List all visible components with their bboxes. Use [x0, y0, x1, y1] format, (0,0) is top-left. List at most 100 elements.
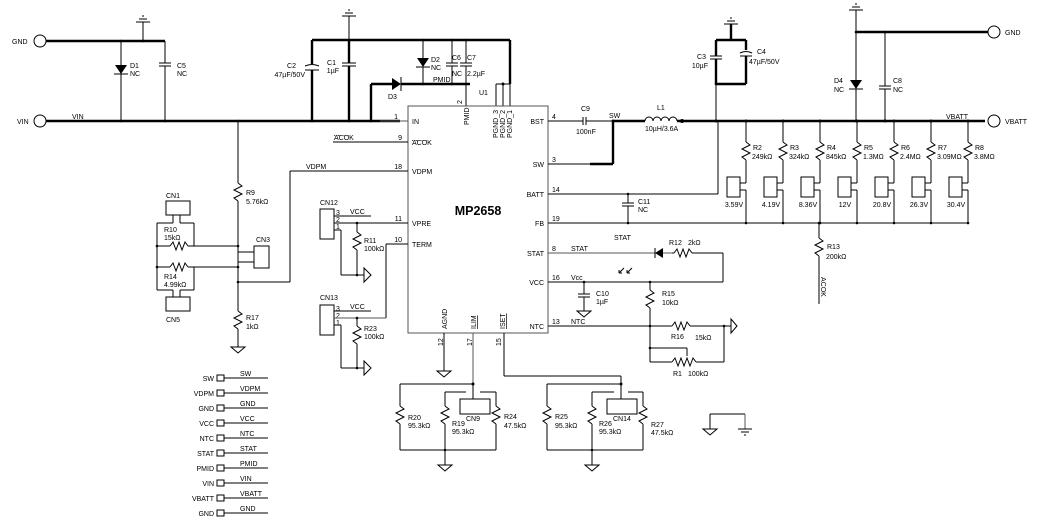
jumper-cn3[interactable]: CN3: [253, 237, 270, 269]
inductor-l1: L1 10µH/3.6A: [644, 105, 679, 133]
diode-d3: D3: [369, 77, 470, 121]
r15-ref: R15: [662, 291, 675, 298]
chip-mp2658: MP2658: [407, 105, 549, 334]
c7-ref: C7: [467, 55, 476, 62]
ladder-jumper[interactable]: [874, 176, 889, 198]
header-cn13[interactable]: CN13 3 2 1: [319, 295, 340, 336]
r19-value: 95.3kΩ: [452, 429, 474, 436]
pin-acok-num: 9: [398, 135, 402, 142]
r11-value: 100kΩ: [364, 246, 384, 253]
ladder-jumper[interactable]: [948, 176, 963, 198]
r12-ref: R12: [669, 240, 682, 247]
r23-ref: R23: [364, 326, 377, 333]
r16-value: 15kΩ: [695, 335, 712, 342]
testpoint-net: VBATT: [240, 491, 263, 498]
terminal-gnd-right[interactable]: GND: [987, 25, 1021, 39]
pin-vpre-num: 11: [395, 216, 402, 223]
c11-value: NC: [638, 207, 648, 214]
cn14-ref: CN14: [613, 416, 631, 423]
pin-ntc-name: NTC: [530, 324, 544, 331]
pin-acok-name: ACOK: [412, 140, 432, 147]
terminal-gnd-left[interactable]: GND: [12, 34, 47, 48]
terminal-vbatt-right[interactable]: VBATT: [987, 114, 1028, 128]
jumper-cn5[interactable]: CN5: [165, 296, 191, 324]
c5-value: NC: [177, 71, 187, 78]
c2-value: 47µF/50V: [275, 72, 306, 79]
testpoint-net: GND: [240, 401, 256, 408]
pin-iset-name: ISET: [500, 313, 507, 329]
c3-value: 10µF: [692, 63, 708, 70]
r9-ref: R9: [246, 190, 255, 197]
jumper-cn1[interactable]: CN1: [165, 193, 191, 216]
net-label-sw: SW: [609, 113, 621, 120]
terminal-vin-left-label: VIN: [17, 119, 29, 126]
capacitor-c3: C3 10µF: [692, 40, 722, 84]
d3-ref: D3: [388, 94, 397, 101]
net-label-vin: VIN: [72, 114, 84, 121]
r23-value: 100kΩ: [364, 334, 384, 341]
testpoint-label: NTC: [200, 436, 214, 443]
testpoint-net: GND: [240, 506, 256, 513]
net-label-vcc: Vcc: [571, 275, 583, 282]
testpoint-label: PMID: [197, 466, 215, 473]
net-label-vdpm: VDPM: [306, 164, 326, 171]
net-label-vcc-cn13: VCC: [350, 304, 365, 311]
ladder-resistor-ref: R2: [753, 145, 762, 152]
r14-ref: R14: [164, 274, 177, 281]
r10-ref: R10: [164, 227, 177, 234]
testpoint[interactable]: GND GND: [198, 506, 268, 518]
cn13-ref: CN13: [320, 295, 338, 302]
pin-vcc-num: 16: [552, 275, 560, 282]
ladder-jumper[interactable]: [837, 176, 852, 198]
pin-vpre-name: VPRE: [412, 221, 431, 228]
r19-ref: R19: [452, 421, 465, 428]
jumper-cn9[interactable]: CN9: [459, 398, 491, 423]
jumper-cn14[interactable]: CN14: [606, 398, 638, 423]
ladder-jumper[interactable]: [911, 176, 926, 198]
ladder-resistor: [851, 141, 863, 161]
pin-ilim-num: 17: [467, 338, 474, 346]
ladder-jumper[interactable]: [800, 176, 815, 198]
ground-icon: [136, 15, 150, 41]
testpoint-label: STAT: [197, 451, 215, 458]
capacitor-c11: C11 NC: [622, 192, 650, 225]
u1-ref: U1: [479, 90, 488, 97]
r24-value: 47.5kΩ: [504, 423, 526, 430]
terminal-vbatt-right-label: VBATT: [1005, 119, 1028, 126]
ladder-jumper[interactable]: [763, 176, 778, 198]
resistor-r25: R25 95.3kΩ: [541, 405, 577, 450]
cn9-ref: CN9: [466, 416, 480, 423]
r25-ref: R25: [555, 414, 568, 421]
testpoint-label: GND: [198, 511, 214, 518]
ground-icon: [724, 17, 738, 40]
d1-ref: D1: [130, 63, 139, 70]
ladder-jumper[interactable]: [726, 176, 741, 198]
testpoint-label: VCC: [199, 421, 214, 428]
r1-ref: R1: [673, 371, 682, 378]
pin-iset-num: 15: [496, 338, 503, 346]
d4-ref: D4: [834, 78, 843, 85]
resistor-r19: R19 95.3kΩ: [439, 405, 474, 450]
header-cn12[interactable]: CN12 3 2 1: [319, 200, 340, 240]
ladder-resistor-value: 1.3MΩ: [863, 154, 884, 161]
ladder-resistor-ref: R4: [827, 145, 836, 152]
r25-value: 95.3kΩ: [555, 423, 577, 430]
cn13-pin2: 2: [336, 313, 340, 320]
diode-d2: D2 NC: [416, 40, 441, 84]
pin-agnd-name: AGND: [442, 309, 449, 329]
pin-vdpm-num: 18: [394, 164, 402, 171]
terminal-vin-left[interactable]: VIN: [17, 114, 47, 128]
ladder-jumper-voltage: 8.36V: [799, 202, 818, 209]
